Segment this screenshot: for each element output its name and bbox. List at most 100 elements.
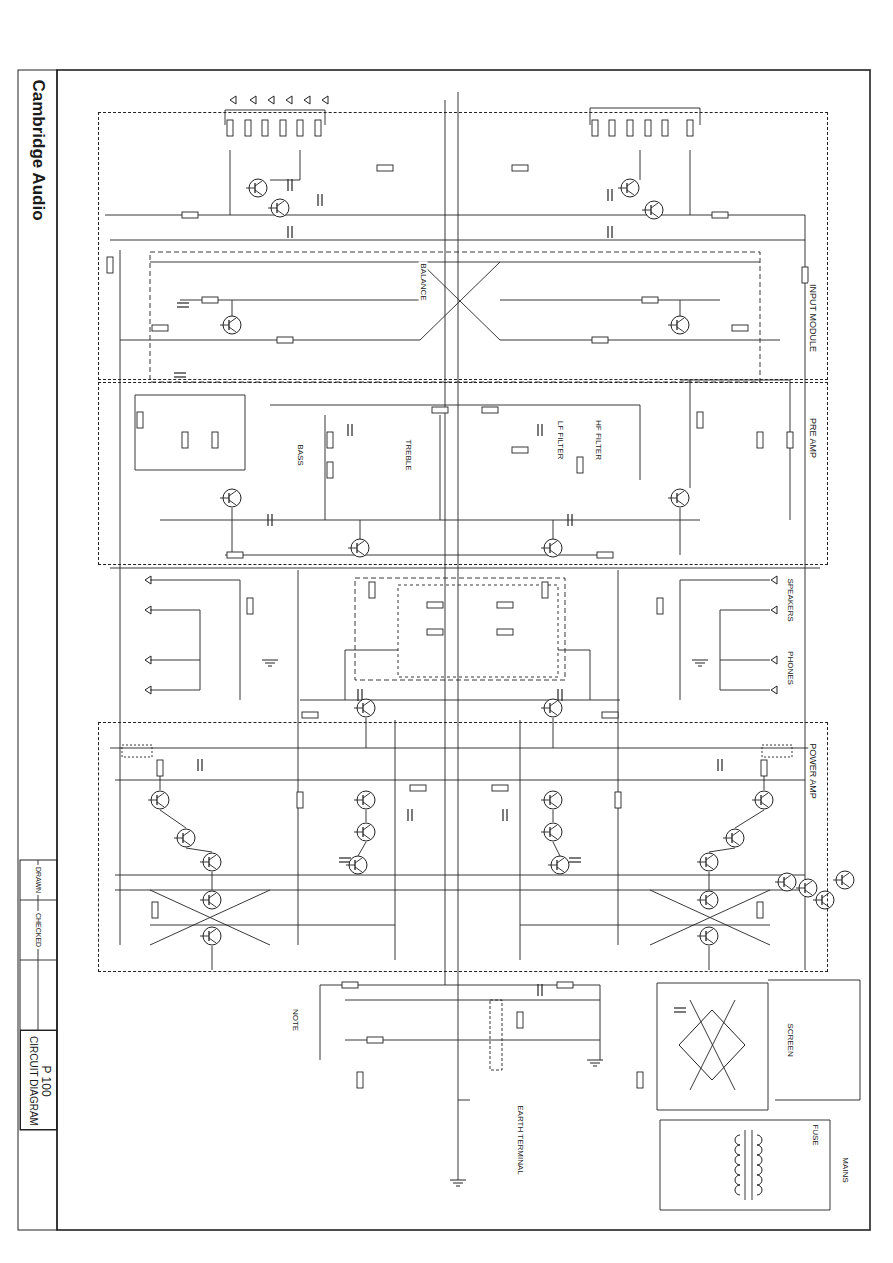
transistor-symbol [541,823,562,841]
coil-symbol [757,1165,762,1175]
resistor-symbol [637,1072,643,1088]
terminal-symbol [322,96,328,104]
resistor-symbol [542,582,548,598]
coil-symbol [735,1155,740,1165]
wire [735,810,764,828]
resistor-symbol [245,120,251,136]
coil-symbol [757,1135,762,1145]
wire [590,650,591,700]
capacitor-symbol [538,984,542,996]
module-label: INPUT MODULE [808,282,818,354]
wire [212,872,213,890]
capacitor-symbol [358,689,362,701]
wire [775,1100,860,1101]
wire [640,405,641,480]
wire [395,720,396,960]
resistor-symbol [592,120,598,136]
schematic-label: BALANCE [418,261,427,302]
capacitor-symbol [503,809,507,821]
wire [680,580,770,581]
resistor-symbol [732,325,748,331]
wire [360,520,361,540]
schematic-label: DRAWN [34,865,42,895]
wire [700,108,701,125]
capacitor-symbol [288,226,292,238]
wire [657,1110,768,1111]
resistor-symbol [497,602,513,608]
dashed-outline [150,252,760,382]
wire [709,946,710,970]
wire [270,180,300,181]
ground-symbol [692,660,708,666]
resistor-symbol [297,792,303,808]
wire [720,610,721,690]
wire [745,1130,746,1200]
coil-symbol [757,1155,762,1165]
wire [660,1120,661,1210]
wire [690,1000,735,1090]
dashed-outline [122,745,152,757]
resistor-symbol [302,712,318,718]
wire [240,580,241,700]
wire [150,890,270,945]
terminal-symbol [771,686,777,694]
schematic-label: HF FILTER [593,418,602,462]
schematic-label: LF FILTER [555,419,564,462]
resistor-symbol [152,902,158,918]
transistor-symbol [668,316,689,334]
wire [618,570,619,945]
wire [690,150,691,215]
resistor-symbol [697,412,703,428]
module-region: POWER AMP [98,722,828,972]
transistor-symbol [541,699,562,717]
wire [150,690,200,691]
wire [805,215,806,970]
wire [445,100,446,985]
resistor-symbol [182,432,188,448]
resistor-symbol [427,629,443,635]
resistor-symbol [597,552,613,558]
resistor-symbol [280,120,286,136]
transistor-symbol [148,791,169,809]
wire [105,215,805,216]
wire [358,842,366,856]
resistor-symbol [367,1037,383,1043]
resistor-symbol [277,337,293,343]
resistor-symbol [645,120,651,136]
resistor-symbol [107,257,113,273]
coil-symbol [735,1145,740,1155]
transistor-symbol [246,179,267,197]
resistor-symbol [327,462,333,478]
wire [660,1210,830,1211]
wire [590,108,700,109]
coil-symbol [757,1175,762,1185]
capacitor-symbol [339,858,351,862]
resistor-symbol [615,792,621,808]
wire [300,150,301,180]
wire [150,925,395,926]
wire [115,890,805,891]
dashed-outline [762,745,792,757]
resistor-symbol [577,457,583,473]
wire [720,610,770,611]
transistor-symbol [697,853,718,871]
wire [232,508,233,555]
transistor-symbol [642,201,663,219]
wire [458,1100,470,1101]
wire [553,842,560,856]
title-box: P 100CIRCUIT DIAGRAM [20,1030,57,1130]
wire [553,810,554,822]
resistor-symbol [802,267,808,283]
wire [790,380,791,520]
transistor-symbol [723,829,744,847]
terminal-symbol [286,96,292,104]
wire [458,92,459,1180]
terminal-symbol [145,686,151,694]
transistor-symbol [796,879,817,897]
resistor-symbol [247,598,253,614]
wire [150,580,240,581]
wire [650,890,770,945]
resistor-symbol [410,785,426,791]
